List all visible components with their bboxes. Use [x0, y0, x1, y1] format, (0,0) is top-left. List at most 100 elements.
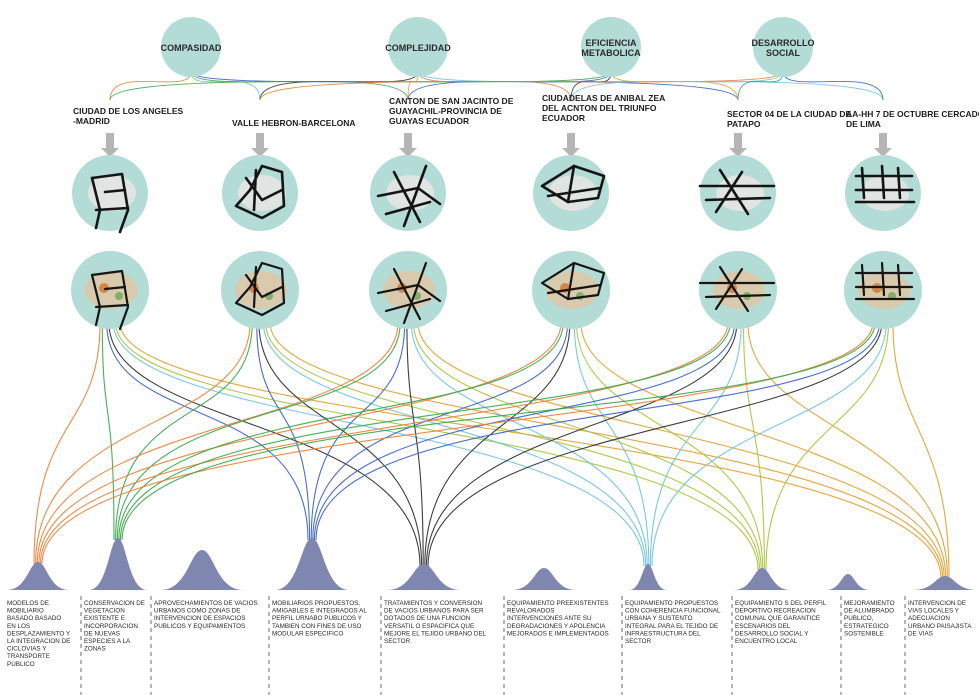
case-strategy-link — [410, 321, 648, 567]
case-strategy-link — [258, 321, 423, 567]
principle-circle — [388, 17, 448, 77]
principle-node: COMPASIDAD — [161, 17, 222, 77]
case-strategy-link — [417, 321, 945, 579]
strategy-peak — [512, 568, 576, 590]
case-strategy-link — [108, 321, 421, 567]
case-strategy-link — [580, 321, 947, 579]
principle-link-line — [259, 71, 784, 101]
principle-link-line — [109, 71, 612, 101]
principle-link-line — [737, 71, 784, 101]
street-line — [252, 168, 258, 212]
case-strategy-link — [36, 321, 399, 565]
site-shape — [716, 175, 764, 211]
map-street-line — [546, 283, 602, 295]
green-area-marker — [115, 292, 123, 300]
down-arrow-icon — [734, 133, 742, 149]
street-line — [880, 164, 886, 200]
street-line — [94, 206, 130, 212]
map-street-line — [718, 265, 750, 313]
map-street-line — [392, 267, 422, 321]
case-strategy-link — [33, 321, 101, 565]
case-strategy-link — [315, 321, 881, 541]
down-arrow-icon — [567, 133, 575, 149]
case-study: VALLE HEBRON-BARCELONA — [221, 118, 356, 329]
down-arrow-head-icon — [399, 148, 417, 157]
case-study: CIUDAD DE LOS ANGELES-MADRID — [71, 106, 184, 331]
map-street-line — [566, 261, 576, 301]
street-line — [103, 188, 127, 194]
strategy-peak — [275, 538, 349, 590]
case-strategy-link — [41, 321, 874, 565]
principle-circle — [161, 17, 221, 77]
case-strategy-link — [575, 321, 764, 571]
map-street-line — [103, 285, 127, 291]
street-line — [896, 166, 902, 200]
map-street-line — [90, 269, 130, 331]
strategy-peak — [734, 568, 790, 590]
map-street-line — [234, 261, 286, 317]
connection-lines — [33, 321, 950, 579]
case-strategy-link — [256, 321, 311, 541]
map-street-line — [714, 267, 744, 311]
case-title: CIUDAD DE LOS ANGELES-MADRID — [73, 106, 184, 126]
case-strategy-link — [106, 321, 309, 541]
principle-connection-lines — [109, 71, 884, 101]
street-line — [402, 164, 428, 228]
case-strategy-link — [35, 321, 251, 565]
street-line — [718, 168, 750, 216]
case-strategy-link — [406, 321, 424, 567]
street-line — [244, 176, 284, 202]
strategy-peak — [629, 564, 667, 590]
principle-label: COMPLEJIDAD — [385, 43, 451, 53]
case-strategy-link — [121, 321, 876, 541]
strategy-peak — [913, 576, 977, 590]
case-strategy-link — [742, 321, 765, 571]
map-street-line — [244, 273, 284, 299]
street-line — [546, 186, 602, 198]
case-strategy-link — [116, 321, 401, 541]
map-street-line — [402, 261, 428, 325]
map-street-line — [94, 303, 130, 309]
site-shape — [386, 175, 434, 211]
down-arrow-head-icon — [251, 148, 269, 157]
down-arrow-head-icon — [101, 148, 119, 157]
case-strategy-link — [118, 321, 564, 541]
street-line — [392, 170, 422, 224]
map-street-line — [860, 263, 866, 297]
case-strategy-link — [412, 321, 762, 571]
site-map-fill — [235, 271, 287, 309]
strategy-peak — [89, 538, 147, 590]
case-title: VALLE HEBRON-BARCELONA — [232, 118, 356, 128]
case-strategy-link — [313, 321, 736, 541]
principle-link-line — [190, 71, 409, 101]
map-street-line — [880, 261, 886, 297]
site-map-fill — [383, 271, 435, 309]
principle-node: COMPLEJIDAD — [385, 17, 451, 77]
site-shape — [861, 175, 909, 211]
case-strategy-link — [119, 321, 731, 541]
down-arrow-head-icon — [874, 148, 892, 157]
case-strategy-link — [424, 321, 571, 567]
strategy-peak — [7, 562, 69, 590]
case-strategy-link — [269, 321, 944, 579]
street-line — [234, 164, 286, 220]
case-strategy-link — [573, 321, 650, 567]
street-line — [540, 164, 606, 204]
case-strategy-link — [39, 321, 729, 565]
